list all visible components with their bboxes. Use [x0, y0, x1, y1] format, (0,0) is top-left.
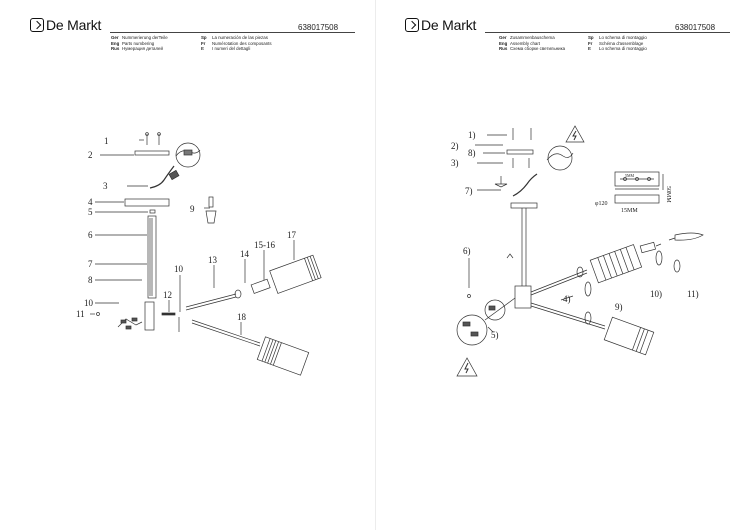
part-label: 1 — [104, 136, 109, 146]
warning-icon — [456, 357, 478, 377]
article-number: 638017508 — [675, 23, 716, 32]
step-label: 1) — [468, 130, 476, 140]
step-label: 8) — [468, 148, 476, 158]
assembly-diagram: 1) 2) 3) 4) 5) 6) 7) 8) 9) 10) 11) φ120 … — [451, 125, 704, 377]
step-label: 11) — [687, 289, 699, 299]
detail-zoom — [484, 299, 506, 321]
part-label: 4 — [88, 197, 93, 207]
detail-zoom — [456, 314, 488, 346]
part-label: 17 — [287, 230, 297, 240]
part-label: 13 — [208, 255, 218, 265]
brand-logo-icon — [30, 18, 44, 32]
step-label: 10) — [650, 289, 662, 299]
part-label: 3 — [103, 181, 108, 191]
dimension-label: 50MM — [665, 186, 671, 203]
parts-diagram: 1 2 3 4 5 6 7 8 9 10 10 11 12 13 14 15-1… — [76, 132, 322, 376]
dimension-label: 15MM — [621, 208, 638, 214]
brand-logo-icon — [405, 18, 419, 32]
part-label: 7 — [88, 259, 93, 269]
step-label: 9) — [615, 302, 623, 312]
article-number: 638017508 — [298, 23, 339, 32]
step-label: 4) — [563, 294, 571, 304]
part-label: 10 — [84, 298, 94, 308]
part-label: 11 — [76, 309, 85, 319]
mounting-bar — [134, 150, 170, 156]
warning-icon — [565, 125, 585, 143]
header-rule — [110, 32, 355, 33]
part-label: 10 — [174, 264, 184, 274]
part-label: 12 — [163, 290, 172, 300]
part-label: 6 — [88, 230, 93, 240]
step-label: 2) — [451, 141, 459, 151]
brand-logo: De Markt — [30, 17, 101, 33]
header-rule — [485, 32, 730, 33]
step-label: 3) — [451, 158, 459, 168]
part-label: 9 — [190, 204, 195, 214]
brand-logo: De Markt — [405, 17, 476, 33]
step-label: 7) — [465, 186, 473, 196]
dimension-label: φ120 — [595, 201, 607, 207]
part-label: 8 — [88, 275, 93, 285]
page-divider — [375, 0, 376, 530]
step-label: 6) — [463, 246, 471, 256]
step-label: 5) — [491, 330, 499, 340]
part-label: 14 — [240, 249, 250, 259]
part-label: 18 — [237, 312, 247, 322]
dimension-label: 5MM — [625, 173, 635, 178]
part-label: 2 — [88, 150, 93, 160]
terminal-ring — [175, 142, 201, 168]
part-label: 15-16 — [254, 240, 275, 250]
part-label: 5 — [88, 207, 93, 217]
